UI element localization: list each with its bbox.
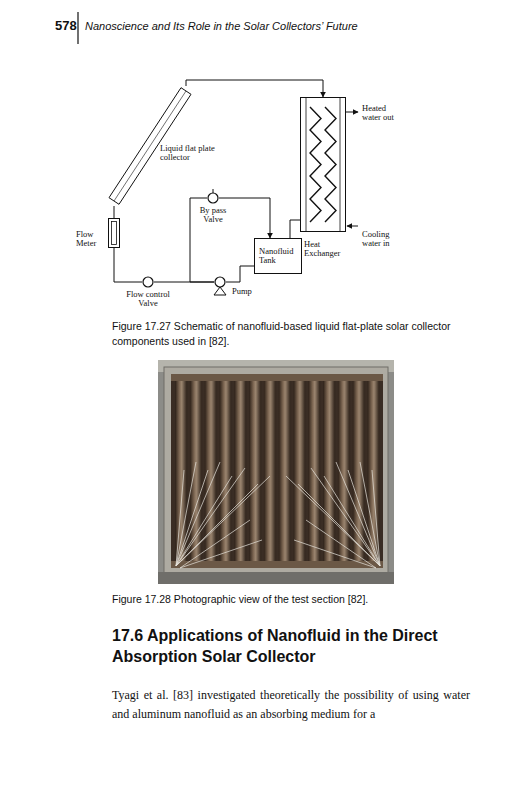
flow-label: Heated water out [362, 104, 402, 122]
pump: Pump [214, 276, 226, 288]
coil [310, 107, 321, 222]
meter-body [109, 219, 120, 248]
cooling-water-arrow [347, 226, 358, 227]
flat-plate-collector: Liquid flat plate collector [104, 86, 198, 206]
heat-exchanger: Heat Exchanger [300, 97, 346, 232]
meter-tube [112, 222, 117, 245]
thermocouple-wires-left [176, 462, 270, 568]
label-holder: Flow Meter [76, 230, 104, 248]
label-holder: Heated water out [362, 104, 402, 122]
label-holder: Heat Exchanger [304, 240, 352, 258]
pipe-line [290, 220, 300, 238]
label-holder: Nanofluid Tank [259, 247, 297, 265]
part-label: Heat Exchanger [304, 240, 352, 258]
coil [325, 107, 336, 222]
label-holder: By pass Valve [195, 206, 231, 224]
part-label: Nanofluid Tank [259, 247, 297, 265]
bypass-valve: By pass Valve [207, 192, 219, 204]
flow-control-valve-outline [142, 276, 154, 288]
top-header [171, 374, 383, 381]
collector-frame [164, 367, 388, 575]
flow-meter: Flow Meter [108, 218, 120, 248]
pump-outline [214, 276, 226, 288]
label-holder: Figure 17.28 Photographic view of the te… [112, 592, 472, 607]
bypass-valve-outline [207, 192, 219, 204]
body-text: Tyagi et al. [83] investigated theoretic… [112, 686, 470, 724]
flow-label: Cooling water in [362, 230, 402, 248]
flow-control-valve: Flow control Valve [142, 276, 154, 288]
nanofluid-tank: Nanofluid Tank [254, 238, 302, 274]
label-holder: 17.6 Applications of Nanofluid in the Di… [112, 626, 484, 668]
collector-absorber [171, 374, 383, 568]
riser-tubes [174, 380, 381, 562]
figure-caption: Figure 17.28 Photographic view of the te… [112, 592, 472, 607]
label-holder: Cooling water in [362, 230, 402, 248]
valve-symbol [208, 193, 218, 203]
label-holder: Liquid flat plate collector [160, 144, 234, 162]
collector-photo [158, 360, 394, 584]
valve-symbol [143, 277, 153, 287]
exchanger-shell [301, 98, 346, 232]
label-holder: Figure 17.27 Schematic of nanofluid-base… [112, 319, 472, 349]
header-rule [77, 12, 78, 44]
pipe-line [114, 248, 142, 282]
valve-stem [213, 189, 214, 193]
flow-meter-outline [108, 218, 120, 248]
heated-water-arrow [346, 112, 358, 113]
part-label: Liquid flat plate collector [160, 144, 234, 162]
label-holder: Tyagi et al. [83] investigated theoretic… [112, 686, 470, 724]
part-label: Pump [232, 287, 262, 296]
photo-floor [158, 572, 394, 584]
pipe-line [226, 266, 254, 282]
section-heading: 17.6 Applications of Nanofluid in the Di… [112, 626, 484, 668]
heat-exchanger-outline [300, 97, 346, 232]
pipe-line [114, 206, 115, 218]
label-holder: 578 [55, 18, 79, 34]
part-label: By pass Valve [195, 206, 231, 224]
label-holder: Nanoscience and Its Role in the Solar Co… [85, 20, 485, 33]
pump-stand [214, 287, 226, 295]
exchanger-wall [306, 97, 307, 232]
exchanger-wall [340, 97, 341, 232]
bottom-header [171, 561, 383, 568]
figure-caption: Figure 17.27 Schematic of nanofluid-base… [112, 319, 472, 349]
pump-symbol [215, 277, 225, 287]
label-holder: Pump [232, 287, 262, 296]
label-holder: Flow control Valve [123, 290, 173, 308]
photo-ground [158, 360, 394, 584]
thermocouple-wires-right [286, 462, 380, 568]
page-number: 578 [55, 18, 79, 34]
pipe-line [219, 198, 270, 238]
part-label: Flow control Valve [123, 290, 173, 308]
tank-body [255, 239, 302, 274]
pipe-line [186, 80, 323, 97]
part-label: Flow Meter [76, 230, 104, 248]
running-head: Nanoscience and Its Role in the Solar Co… [85, 20, 485, 33]
